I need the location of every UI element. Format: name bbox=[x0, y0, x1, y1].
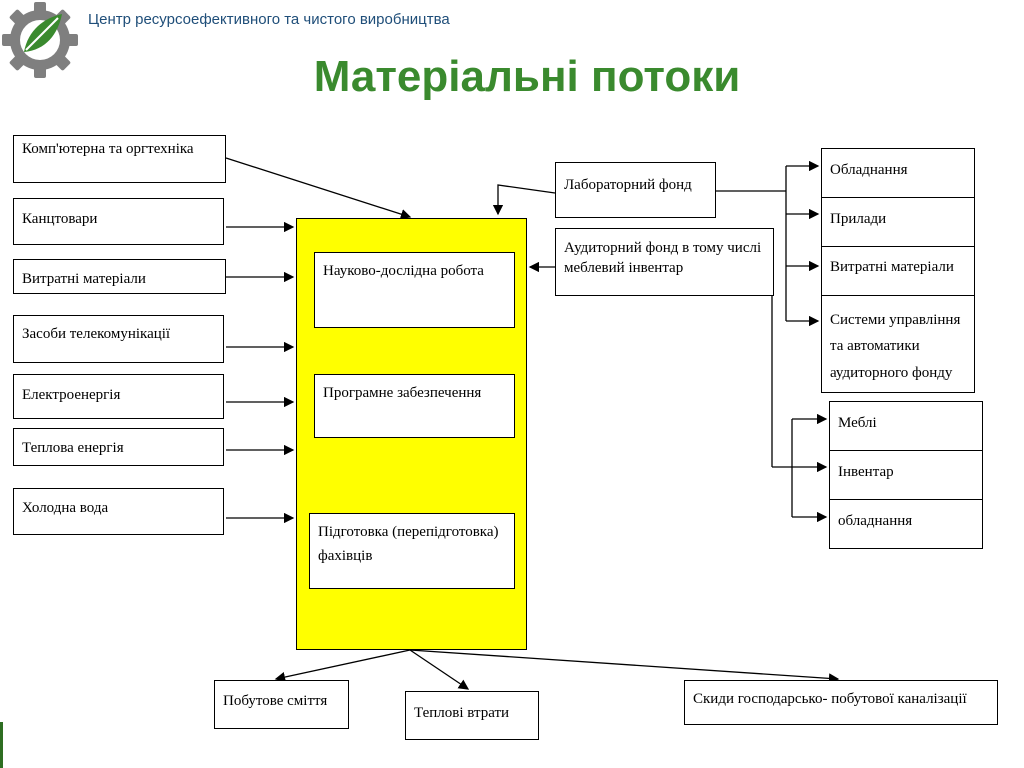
input-stationery: Канцтовари bbox=[13, 198, 224, 245]
lab-item-equipment: Обладнання bbox=[821, 148, 975, 198]
center-item-software: Програмне забезпечення bbox=[314, 374, 515, 438]
lab-fund: Лабораторний фонд bbox=[555, 162, 716, 218]
input-telecom: Засоби телекомунікації bbox=[13, 315, 224, 363]
auditorium-fund: Аудиторний фонд в тому числі меблевий ін… bbox=[555, 228, 774, 296]
lab-item-devices: Прилади bbox=[821, 197, 975, 247]
output-household-waste: Побутове сміття bbox=[214, 680, 349, 729]
aud-item-inventory: Інвентар bbox=[829, 450, 983, 500]
input-electricity: Електроенергія bbox=[13, 374, 224, 419]
input-computers: Комп'ютерна та оргтехніка bbox=[13, 135, 226, 183]
page-title: Матеріальні потоки bbox=[313, 52, 741, 101]
arrow-output-2 bbox=[409, 649, 470, 690]
center-item-training: Підготовка (перепідготовка) фахівців bbox=[309, 513, 515, 589]
output-heat-loss: Теплові втрати bbox=[405, 691, 539, 740]
input-cold-water: Холодна вода bbox=[13, 488, 224, 535]
corner-accent-bar bbox=[0, 722, 3, 768]
arrow-lab-to-center bbox=[492, 184, 556, 216]
input-heat: Теплова енергія bbox=[13, 428, 224, 466]
output-sewage: Скиди господарсько- побутової каналізаці… bbox=[684, 680, 998, 725]
arrow-input-1 bbox=[225, 157, 412, 220]
aud-item-equipment: обладнання bbox=[829, 499, 983, 549]
org-name: Центр ресурсоефективного та чистого виро… bbox=[88, 11, 450, 28]
gear-leaf-logo-icon bbox=[2, 2, 78, 78]
aud-item-furniture: Меблі bbox=[829, 401, 983, 451]
input-consumables: Витратні матеріали bbox=[13, 259, 226, 294]
lab-item-control-systems: Системи управління та автоматики аудитор… bbox=[821, 295, 975, 393]
arrow-output-3 bbox=[409, 649, 840, 684]
center-item-research: Науково-дослідна робота bbox=[314, 252, 515, 328]
lab-item-consumables: Витратні матеріали bbox=[821, 246, 975, 296]
arrow-output-1 bbox=[274, 649, 411, 683]
